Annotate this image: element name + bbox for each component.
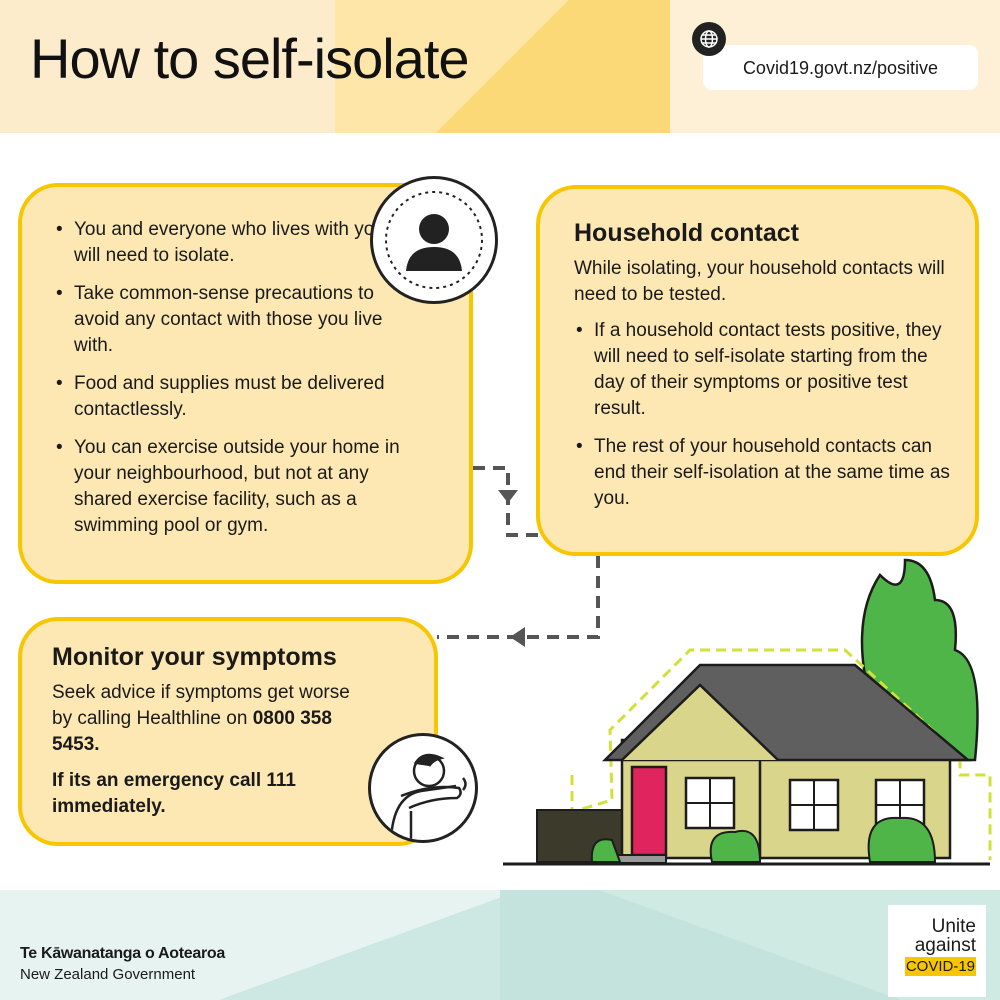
globe-icon bbox=[692, 22, 726, 56]
bullet-item: If a household contact tests positive, t… bbox=[574, 318, 951, 422]
household-title: Household contact bbox=[574, 219, 800, 247]
website-link[interactable]: Covid19.govt.nz/positive bbox=[703, 45, 978, 90]
gov-name-maori: Te Kāwanatanga o Aotearoa bbox=[20, 945, 225, 962]
gov-name-english: New Zealand Government bbox=[20, 966, 196, 983]
page-title: How to self-isolate bbox=[30, 27, 470, 90]
bullet-item: Food and supplies must be delivered cont… bbox=[54, 371, 409, 423]
header-panel bbox=[0, 0, 335, 133]
logo-text: Unite bbox=[931, 916, 976, 937]
person-icon bbox=[370, 176, 498, 304]
header-panel bbox=[335, 0, 670, 133]
logo-text: against bbox=[914, 935, 976, 956]
bullet-item: You can exercise outside your home in yo… bbox=[54, 435, 409, 539]
household-intro: While isolating, your household contacts… bbox=[574, 258, 945, 305]
household-contact-card: Household contact While isolating, your … bbox=[536, 185, 979, 556]
logo-text: COVID-19 bbox=[904, 957, 976, 976]
house bbox=[601, 663, 972, 864]
symptoms-text: Seek advice if symptoms get worse by cal… bbox=[52, 682, 350, 729]
emergency-text: If its an emergency call 111 immediately… bbox=[52, 770, 296, 817]
healthline-phone: 0800 358 5453. bbox=[52, 708, 332, 755]
bullet-item: The rest of your household contacts can … bbox=[574, 434, 951, 512]
unite-against-covid-logo: Unite against COVID-19 bbox=[888, 905, 986, 997]
isolation-rules-card: You and everyone who lives with you will… bbox=[18, 183, 473, 584]
bullet-item: You and everyone who lives with you will… bbox=[54, 217, 409, 269]
header: How to self-isolate Covid19.govt.nz/posi… bbox=[0, 0, 1000, 133]
monitor-symptoms-card: Monitor your symptoms Seek advice if sym… bbox=[18, 617, 438, 846]
sneezing-person-icon bbox=[368, 733, 478, 843]
bullet-item: Take common-sense precautions to avoid a… bbox=[54, 281, 409, 359]
symptoms-title: Monitor your symptoms bbox=[52, 643, 337, 671]
footer: Te Kāwanatanga o Aotearoa New Zealand Go… bbox=[0, 890, 1000, 1000]
